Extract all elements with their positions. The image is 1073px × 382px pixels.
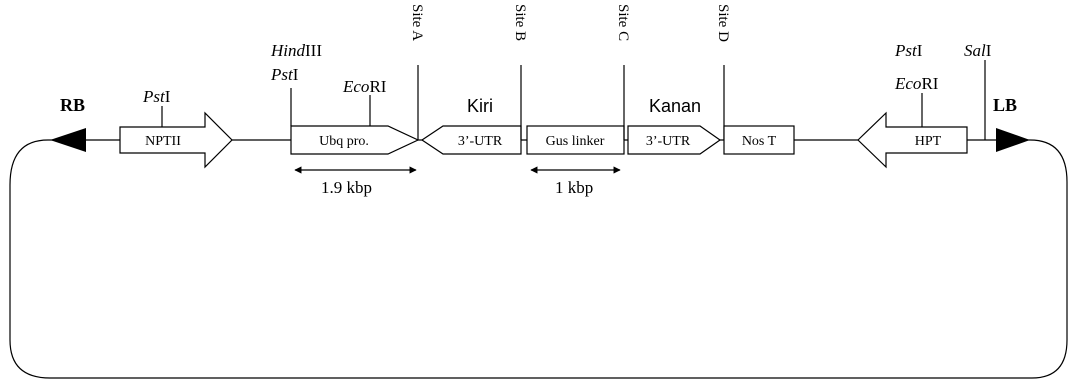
pst-ubq-label: PstI [270, 65, 299, 84]
ubq-promoter-label: Ubq pro. [319, 134, 369, 149]
eco-ubq-label: EcoRI [342, 77, 387, 96]
lb-label: LB [993, 95, 1017, 115]
lb-border-triangle [996, 128, 1030, 152]
plasmid-loop [9, 139, 1068, 379]
sal-label: SalI [964, 41, 992, 60]
gus-linker-box[interactable] [526, 125, 625, 155]
ubq-promoter-arrow[interactable] [290, 125, 420, 155]
gus-linker-label: Gus linker [546, 134, 605, 149]
rb-border-triangle [50, 128, 86, 152]
ubq-size-label: 1.9 kbp [321, 178, 372, 197]
pst-nptii-label: PstI [142, 87, 171, 106]
kanan-label: Kanan [649, 96, 701, 116]
hpt-label: HPT [915, 134, 942, 149]
nptii-label: NPTII [145, 134, 181, 149]
site-c-label: Site C [615, 4, 631, 41]
utr-left-label: 3’-UTR [458, 134, 503, 149]
site-b-label: Site B [512, 4, 528, 41]
rb-label: RB [60, 95, 85, 115]
eco-hpt-label: EcoRI [894, 74, 939, 93]
utr-right-arrow[interactable] [627, 125, 722, 155]
nos-terminator-label: Nos T [742, 134, 777, 149]
utr-right-label: 3’-UTR [646, 134, 691, 149]
kiri-label: Kiri [467, 96, 493, 116]
nptii-arrow[interactable] [119, 111, 233, 169]
site-d-label: Site D [715, 4, 731, 42]
nos-terminator-box[interactable] [723, 125, 795, 155]
site-a-label: Site A [409, 4, 425, 41]
linker-size-label: 1 kbp [555, 178, 593, 197]
hindiii-label: HindIII [270, 41, 322, 60]
hpt-arrow[interactable] [857, 111, 968, 169]
pst-hpt-label: PstI [894, 41, 923, 60]
